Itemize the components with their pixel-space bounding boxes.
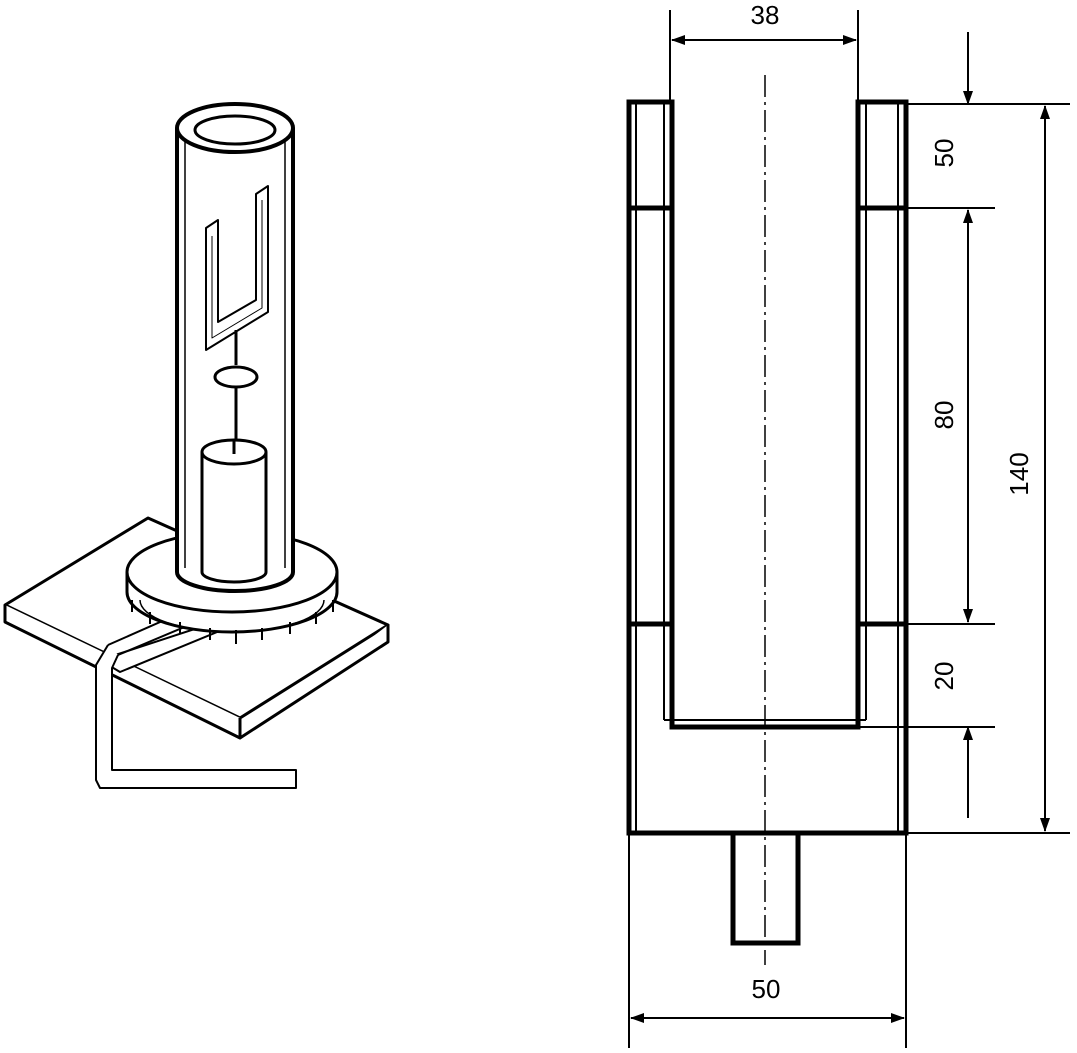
u-vane <box>205 185 269 351</box>
inner-cylinder <box>200 438 268 584</box>
section-drawing: 38 50 80 140 20 50 <box>626 0 1070 1048</box>
wall-detail-lines <box>635 104 899 831</box>
dim-middle-section: 80 <box>929 401 959 430</box>
dimension-lines <box>630 32 1050 1023</box>
dim-outer-width: 50 <box>752 974 781 1004</box>
dim-top-section: 50 <box>929 139 959 168</box>
dim-inner-width: 38 <box>751 0 780 30</box>
section-body <box>626 99 909 946</box>
dim-bottom-section: 20 <box>929 662 959 691</box>
extension-lines <box>628 10 1070 1048</box>
dim-total-height: 140 <box>1004 452 1034 495</box>
apparatus-illustration <box>3 102 390 789</box>
